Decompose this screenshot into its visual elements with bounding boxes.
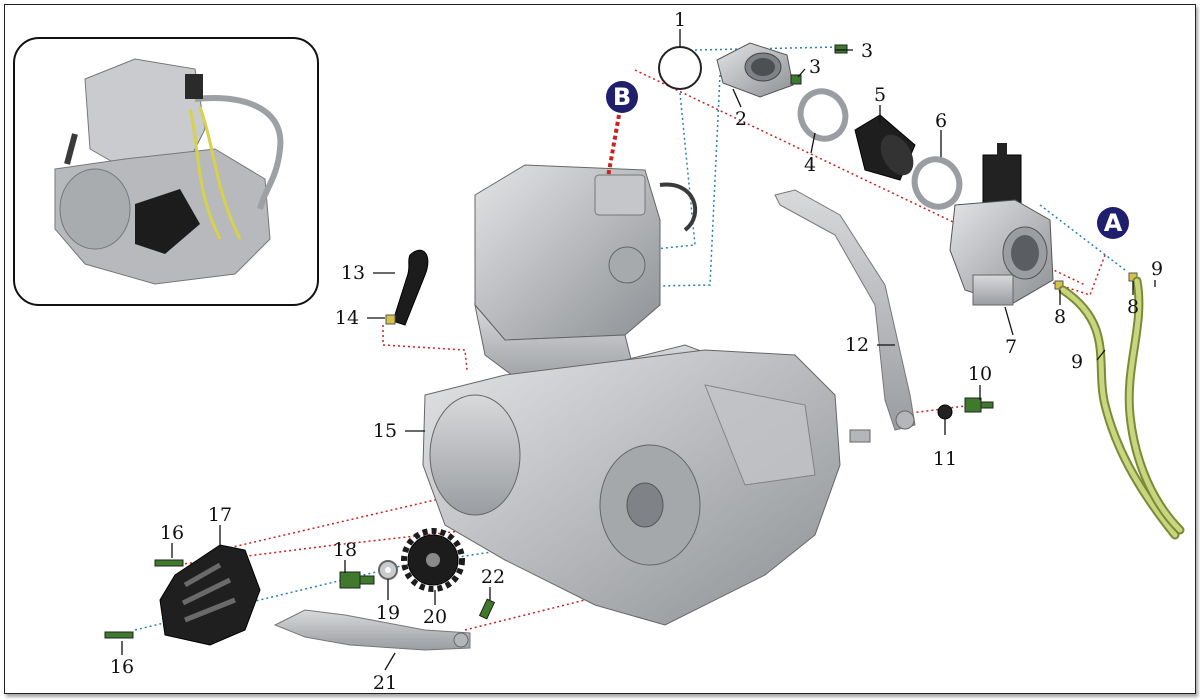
- diagram-frame: B A 1 2 3 3: [4, 4, 1196, 694]
- bolt-part: [478, 598, 496, 620]
- callouts: 1 2 3 3 4 5 6 7 8 8 9 9 10 11 12 13 14 1…: [110, 9, 1163, 693]
- sprocket-cover-part: [159, 544, 261, 646]
- callout-5: 5: [874, 84, 886, 106]
- callout-17: 17: [208, 504, 232, 526]
- callout-12: 12: [845, 334, 869, 356]
- bolt-part: [104, 631, 134, 639]
- washer-part: [937, 404, 953, 420]
- callout-3: 3: [861, 40, 873, 62]
- callout-15: 15: [373, 420, 397, 442]
- marker-b-label: B: [613, 83, 631, 111]
- bolt-part: [339, 571, 375, 589]
- callout-4: 4: [804, 154, 816, 176]
- vent-hose-part: [1058, 276, 1185, 540]
- callout-19: 19: [376, 602, 400, 624]
- washer-part: [378, 560, 398, 580]
- sprocket-part: [401, 528, 465, 592]
- bolt-part: [790, 74, 802, 85]
- callout-8: 8: [1054, 306, 1066, 328]
- breather-hose-part: [392, 249, 429, 326]
- callout-20: 20: [423, 606, 447, 628]
- hose-clamp-part: [797, 88, 849, 142]
- exploded-diagram: B A 1 2 3 3: [104, 9, 1185, 693]
- shift-lever-part: [273, 609, 471, 651]
- marker-b-leader: [606, 114, 621, 178]
- intake-manifold-part: [716, 42, 794, 98]
- engine-assembly: [422, 164, 871, 626]
- carburetor-part: [949, 143, 1054, 306]
- marker-b: B: [606, 81, 638, 113]
- callout-14: 14: [335, 307, 359, 329]
- callout-9: 9: [1071, 351, 1083, 373]
- callout-21: 21: [373, 672, 397, 693]
- callout-13: 13: [341, 262, 365, 284]
- hose-fitting-part: [385, 314, 396, 325]
- callout-10: 10: [968, 363, 992, 385]
- callout-16: 16: [160, 522, 184, 544]
- callout-16: 16: [110, 656, 134, 678]
- o-ring-part: [658, 46, 702, 90]
- bolt-part: [154, 559, 184, 567]
- callout-18: 18: [333, 539, 357, 561]
- callout-9: 9: [1151, 258, 1163, 280]
- callout-11: 11: [933, 448, 957, 470]
- callout-1: 1: [674, 9, 686, 31]
- callout-7: 7: [1005, 336, 1017, 358]
- bolt-part: [964, 397, 994, 413]
- bolt-part: [834, 44, 848, 54]
- marker-a-label: A: [1104, 209, 1123, 237]
- callout-ticks: [121, 29, 1156, 671]
- assembled-view-inset: [13, 37, 319, 306]
- kick-lever-part: [774, 189, 916, 431]
- intake-boot-part: [854, 114, 916, 181]
- callout-22: 22: [481, 566, 505, 588]
- assembled-engine-image: [54, 58, 284, 285]
- callout-2: 2: [735, 108, 747, 130]
- marker-a: A: [1097, 207, 1129, 239]
- callout-3: 3: [809, 56, 821, 78]
- callout-6: 6: [935, 110, 947, 132]
- hose-clamp-part: [911, 156, 963, 210]
- callout-8: 8: [1127, 296, 1139, 318]
